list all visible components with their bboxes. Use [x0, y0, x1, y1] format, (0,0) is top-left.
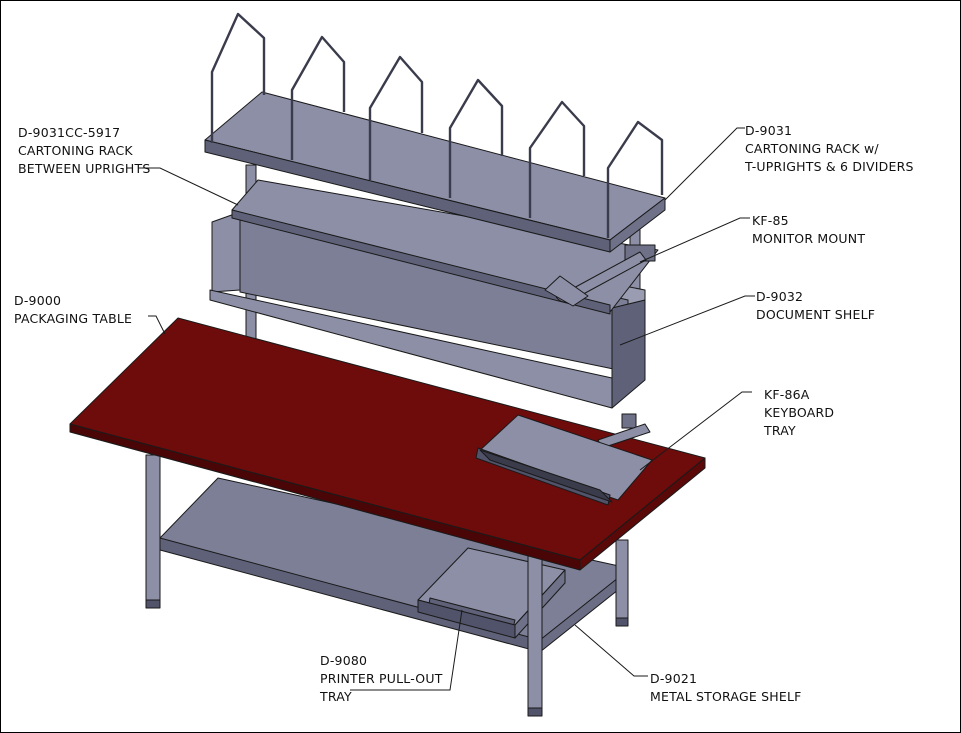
part-code: D-9031: [745, 123, 793, 138]
part-code: D-9021: [650, 671, 698, 686]
part-name-line1: KEYBOARD: [764, 405, 835, 420]
keyboard-tray: [475, 413, 653, 506]
part-code: KF-85: [752, 213, 789, 228]
part-name-line1: PACKAGING TABLE: [14, 311, 133, 326]
callout-document-shelf: D-9032 DOCUMENT SHELF: [756, 288, 875, 324]
table-legs: [145, 454, 629, 717]
part-code: KF-86A: [764, 387, 810, 402]
part-name-line1: MONITOR MOUNT: [752, 231, 866, 246]
callout-cartoning-rack-between-uprights: D-9031CC-5917 CARTONING RACK BETWEEN UPR…: [18, 124, 151, 178]
callout-cartoning-rack: D-9031 CARTONING RACK w/ T-UPRIGHTS & 6 …: [745, 122, 914, 176]
packaging-table-top: [69, 317, 706, 571]
cartoning-rack-dividers: [210, 12, 664, 238]
leader-lines: [138, 127, 755, 691]
part-code: D-9032: [756, 289, 804, 304]
cartoning-rack-between-uprights: [231, 179, 659, 315]
monitor-mount: [544, 244, 656, 307]
part-name-line2: TRAY: [320, 689, 352, 704]
callout-keyboard-tray: KF-86A KEYBOARD TRAY: [764, 386, 834, 440]
callout-monitor-mount: KF-85 MONITOR MOUNT: [752, 212, 865, 248]
part-name-line2: TRAY: [764, 423, 796, 438]
part-code: D-9000: [14, 293, 62, 308]
part-name-line2: T-UPRIGHTS & 6 DIVIDERS: [745, 159, 914, 174]
part-name-line2: BETWEEN UPRIGHTS: [18, 161, 151, 176]
part-name-line1: CARTONING RACK w/: [745, 141, 879, 156]
callout-metal-storage-shelf: D-9021 METAL STORAGE SHELF: [650, 670, 802, 706]
part-code: D-9031CC-5917: [18, 125, 121, 140]
cartoning-rack-shelf: [204, 91, 666, 253]
callout-packaging-table: D-9000 PACKAGING TABLE: [14, 292, 132, 328]
part-name-line1: CARTONING RACK: [18, 143, 133, 158]
part-name-line1: PRINTER PULL-OUT: [320, 671, 443, 686]
part-name-line1: DOCUMENT SHELF: [756, 307, 876, 322]
part-name-line1: METAL STORAGE SHELF: [650, 689, 802, 704]
part-code: D-9080: [320, 653, 368, 668]
callout-printer-pull-out-tray: D-9080 PRINTER PULL-OUT TRAY: [320, 652, 443, 706]
